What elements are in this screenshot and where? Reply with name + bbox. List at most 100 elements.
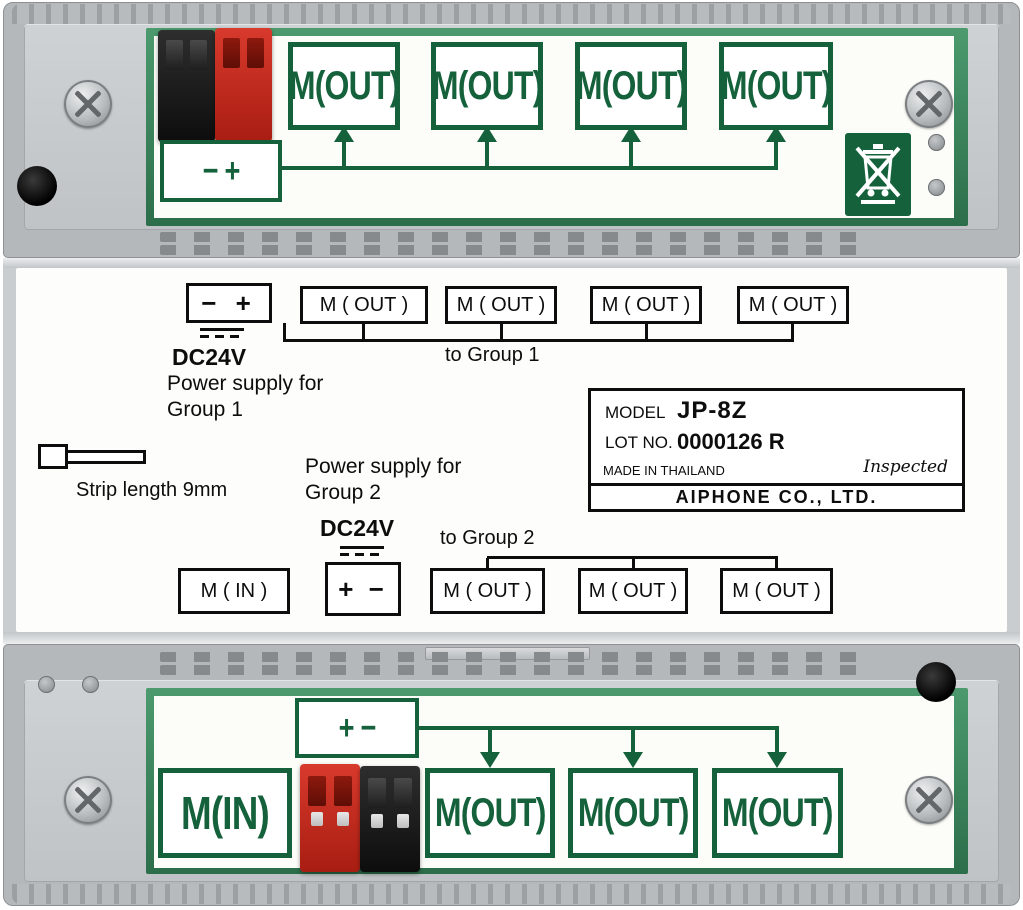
lot-label: LOT NO. [605,433,673,452]
connector-lever [334,776,352,806]
company-name: AIPHONE CO., LTD. [675,487,878,507]
voltage-label-group2: DC24V [320,515,395,541]
dc-symbol-solid [200,328,244,331]
terminal-box-m-out: M(OUT) [288,42,400,130]
to-group1-label: to Group 1 [445,344,540,366]
connector-lever [368,778,386,808]
screw-top-right [905,80,953,128]
arrow-line [629,140,633,168]
schematic-power-label: + − [338,573,388,604]
power-terminal-label: + − [338,708,377,747]
power-terminal-label: − + [202,151,241,190]
supply-text-group2-line1: Power supply for [305,455,462,478]
down-arrow-icon [767,752,787,768]
terminal-label: M(OUT) [577,790,690,835]
weee-crossed-bin-icon [845,133,911,216]
wire-stub [362,324,365,341]
wire-riser [283,323,286,341]
strip-length-wire-body [68,450,146,464]
terminal-label: M(OUT) [722,790,834,835]
top-bus-line [282,166,778,170]
schematic-label: M ( OUT ) [456,293,546,316]
mounting-hole-top-left [17,166,57,206]
terminal-label: M(OUT) [434,790,547,835]
bottom-bus-line [419,726,779,730]
down-arrow-icon [480,752,500,768]
connector-button [371,814,383,828]
strip-length-wire-end [38,444,68,469]
up-arrow-icon [766,126,786,142]
connector-button [397,814,409,828]
top-vent-row-2 [160,245,860,255]
arrow-line [342,140,346,168]
screw-top-left [64,80,112,128]
strip-length-note: Strip length 9mm [76,479,228,501]
arrow-line [631,726,635,754]
connector-lever [166,40,183,70]
connector-lever [394,778,412,808]
dc-symbol-solid [340,546,384,549]
connector-lever [190,40,207,70]
schematic-box-m-out: M ( OUT ) [300,286,428,324]
power-terminal-box: + − [295,698,419,758]
wire-stub [500,324,503,341]
terminal-box-m-out: M(OUT) [719,42,833,130]
arrow-line [485,140,489,168]
post-top-right-1 [928,134,945,151]
supply-text-group2-line2: Group 2 [305,481,381,504]
dc-symbol-dashed [200,335,244,338]
connector-button [311,812,323,826]
post-bottom-left-2 [82,676,99,693]
post-bottom-left-1 [38,676,55,693]
schematic-box-m-out: M ( OUT ) [445,286,557,324]
middle-bevel-bottom [3,632,1020,644]
terminal-box-m-in: M(IN) [158,768,292,858]
up-arrow-icon [621,126,641,142]
arrow-line [488,726,492,754]
wire-stub [775,558,778,570]
schematic-label: M ( OUT ) [748,293,838,316]
lot-value: 0000126 R [677,429,785,454]
top-vent-row-1 [160,232,860,242]
inspected-stamp: Inspected [863,457,948,477]
schematic-box-m-in: M ( IN ) [178,568,290,614]
terminal-box-m-out: M(OUT) [568,768,698,858]
schematic-box-m-out: M ( OUT ) [720,568,833,614]
terminal-label: M(OUT) [288,63,401,108]
connector-lever [223,38,240,68]
terminal-box-m-out: M(OUT) [425,768,555,858]
middle-bevel-top [3,258,1020,268]
connector-lever [308,776,326,806]
schematic-power-label: − + [201,287,257,318]
down-arrow-icon [623,752,643,768]
weee-crossed-bin-icon [855,143,901,204]
arrow-line [774,140,778,168]
terminal-box-m-out: M(OUT) [712,768,843,858]
up-arrow-icon [477,126,497,142]
dc-symbol-dashed [340,553,384,556]
model-value: JP-8Z [677,397,748,424]
schematic-box-m-out: M ( OUT ) [430,568,545,614]
top-connector-red [215,28,272,142]
terminal-label: M(OUT) [575,63,688,108]
nameplate: MODEL JP-8Z LOT NO. 0000126 R MADE IN TH… [588,388,965,512]
wire-stub [645,324,648,341]
wire-stub [791,324,794,341]
schematic-label: M ( OUT ) [732,579,821,602]
schematic-label: M ( IN ) [200,579,268,602]
schematic-label: M ( OUT ) [443,579,532,602]
terminal-label: M(OUT) [431,63,544,108]
supply-text-group1-line2: Group 1 [167,398,243,421]
schematic-box-m-out: M ( OUT ) [578,568,688,614]
mounting-hole-bottom-right [916,662,956,702]
bottom-vent-row-1 [160,652,860,662]
schematic-power-box-group1: − + [186,283,272,323]
schematic-box-m-out: M ( OUT ) [737,286,849,324]
power-terminal-box: − + [160,140,282,202]
origin-label: MADE IN THAILAND [603,463,725,478]
post-top-right-2 [928,179,945,196]
screw-bottom-right [905,776,953,824]
top-connector-black [158,30,215,142]
terminal-box-m-out: M(OUT) [431,42,543,130]
